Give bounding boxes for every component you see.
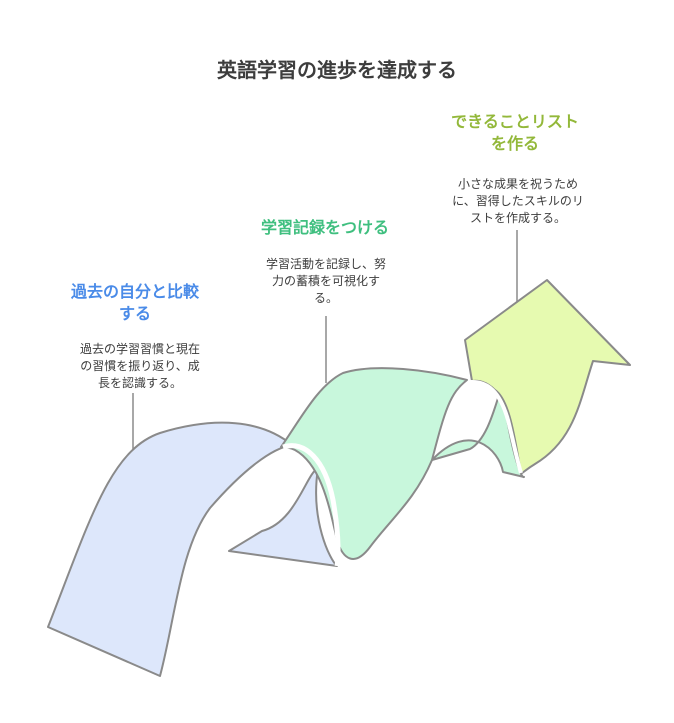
step-3-heading-line1: できることリスト: [451, 112, 579, 131]
step-3-desc-line3: ストを作成する。: [469, 211, 566, 225]
step-3-heading-line2: を作る: [490, 134, 539, 153]
step-3-heading: できることリスト を作る: [410, 111, 620, 155]
wave-segment-2: [280, 367, 468, 560]
step-2-desc-line1: 学習活動を記録し、努: [265, 257, 386, 271]
step-1-heading-line1: 過去の自分と比較: [70, 282, 199, 301]
step-1-heading-line2: する: [118, 304, 151, 323]
diagram-title: 英語学習の進歩を達成する: [217, 58, 457, 82]
step-3-desc-line2: に、習得したスキルのリ: [452, 194, 584, 208]
step-2-desc-line2: 力の蓄積を可視化す: [271, 274, 380, 288]
step-2-heading-line1: 学習記録をつける: [260, 218, 389, 237]
step-1-desc-line2: の習慣を振り返り、成: [80, 359, 200, 373]
wave-gap-1: [282, 443, 341, 567]
step-3-description: 小さな成果を祝うため に、習得したスキルのリ ストを作成する。: [428, 176, 608, 227]
step-2-heading: 学習記録をつける: [225, 217, 425, 239]
wave-gap-2: [469, 379, 523, 474]
step-2-description: 学習活動を記録し、努 力の蓄積を可視化す る。: [236, 256, 416, 307]
step-3-desc-line1: 小さな成果を祝うため: [457, 177, 578, 191]
step-1-desc-line3: 長を認識する。: [97, 376, 182, 390]
step-2-desc-line3: る。: [313, 291, 338, 305]
step-1-heading: 過去の自分と比較 する: [40, 281, 230, 325]
step-1-description: 過去の学習習慣と現在 の習慣を振り返り、成 長を認識する。: [50, 341, 230, 392]
step-1-desc-line1: 過去の学習習慣と現在: [79, 342, 200, 356]
